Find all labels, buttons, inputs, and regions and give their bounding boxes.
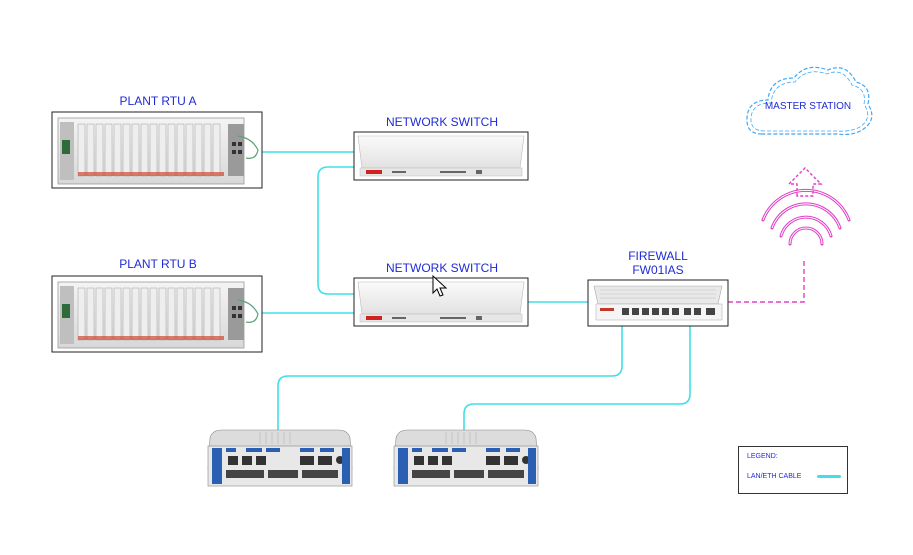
cable-switch-top-to-switch-bottom [317, 166, 354, 295]
switch-top-label: NETWORK SWITCH [386, 115, 498, 129]
rtu-a-label: PLANT RTU A [119, 94, 197, 108]
legend-title: LEGEND: [747, 453, 778, 460]
mouse-cursor-icon [432, 274, 448, 297]
network-switch-top [353, 131, 529, 181]
legend: LEGEND: LAN/ETH CABLE [738, 446, 848, 494]
plant-rtu-a [51, 111, 263, 189]
wireless-signal-icon [761, 188, 851, 246]
cable-firewall-to-io-right [463, 326, 691, 430]
wireless-link [728, 167, 851, 303]
legend-cable-swatch [817, 475, 841, 478]
master-station-label: MASTER STATION [764, 101, 852, 112]
network-switch-bottom [353, 277, 529, 327]
firewall-device [587, 279, 729, 327]
abb-logo [366, 316, 382, 320]
plant-rtu-b [51, 275, 263, 353]
firewall-label-line1: FIREWALL [628, 249, 688, 263]
abb-logo [366, 170, 382, 174]
io-device-left [207, 429, 353, 487]
switch-bottom-label: NETWORK SWITCH [386, 261, 498, 275]
io-device-right [393, 429, 539, 487]
rtu-b-label: PLANT RTU B [119, 257, 197, 271]
lan-cables [262, 151, 691, 430]
cloud-icon [746, 66, 873, 136]
cable-firewall-to-io-left [277, 326, 623, 430]
legend-item-label: LAN/ETH CABLE [747, 473, 802, 480]
firewall-label-line2: FW01IAS [632, 263, 684, 277]
